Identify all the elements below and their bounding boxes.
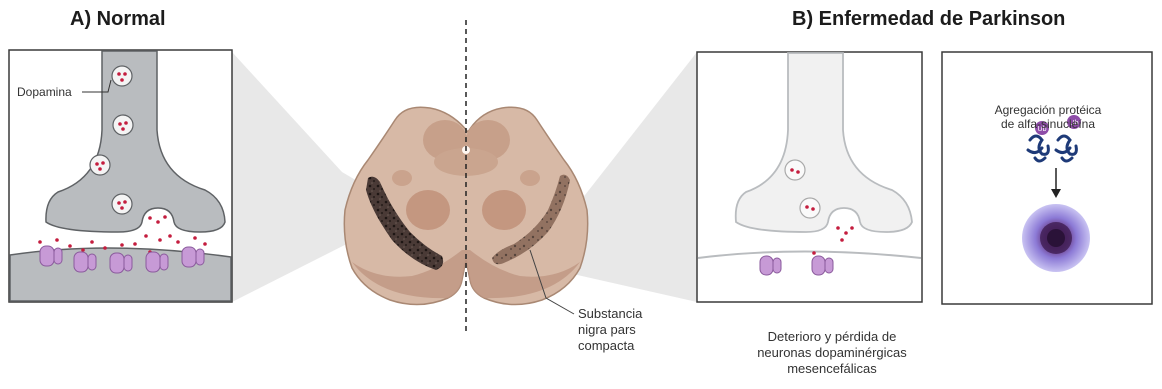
panel-parkinson <box>697 52 922 302</box>
label-substantia-nigra-line: nigra pars <box>578 322 642 338</box>
caption-line: Deterioro y pérdida de <box>712 329 952 345</box>
label-substantia-nigra-line: compacta <box>578 338 642 354</box>
title-normal: A) Normal <box>70 8 166 31</box>
caption-line: mesencefálicas <box>712 361 952 377</box>
label-substantia-nigra-line: Substancia <box>578 306 642 322</box>
caption-line: neuronas dopaminérgicas <box>712 345 952 361</box>
label-substantia-nigra: Substancia nigra pars compacta <box>578 306 642 354</box>
label-protein-aggregation: Agregación protéica de alfa-sinucleína <box>946 103 1150 131</box>
title-parkinson: B) Enfermedad de Parkinson <box>792 8 1065 31</box>
red-nucleus-right <box>482 190 526 230</box>
red-nucleus-left <box>406 190 450 230</box>
aggregation-label-line: Agregación protéica <box>946 103 1150 117</box>
panel-aggregation: Ub Ub <box>942 52 1152 304</box>
caption-neuron-loss: Deterioro y pérdida de neuronas dopaminé… <box>712 329 952 377</box>
label-dopamine: Dopamina <box>17 84 72 100</box>
aggregation-label-line: de alfa-sinucleína <box>946 117 1150 131</box>
